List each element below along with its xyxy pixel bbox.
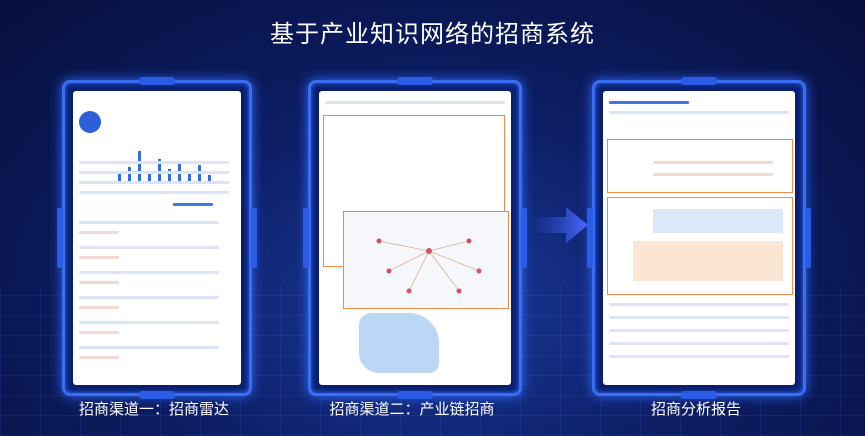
chain-screen bbox=[319, 91, 511, 385]
radar-screen bbox=[73, 91, 241, 385]
report-screen bbox=[603, 91, 795, 385]
caption-report: 招商分析报告 bbox=[650, 400, 741, 418]
caption-radar: 招商渠道一：招商雷达 bbox=[78, 400, 229, 418]
arrow-right-icon bbox=[530, 207, 588, 243]
panel-radar bbox=[57, 77, 257, 399]
panel-chain bbox=[303, 77, 527, 399]
knowledge-network bbox=[376, 238, 482, 294]
panel-report bbox=[587, 77, 811, 399]
page-title: 基于产业知识网络的招商系统 bbox=[270, 20, 595, 48]
caption-chain: 招商渠道二：产业链招商 bbox=[329, 400, 495, 418]
